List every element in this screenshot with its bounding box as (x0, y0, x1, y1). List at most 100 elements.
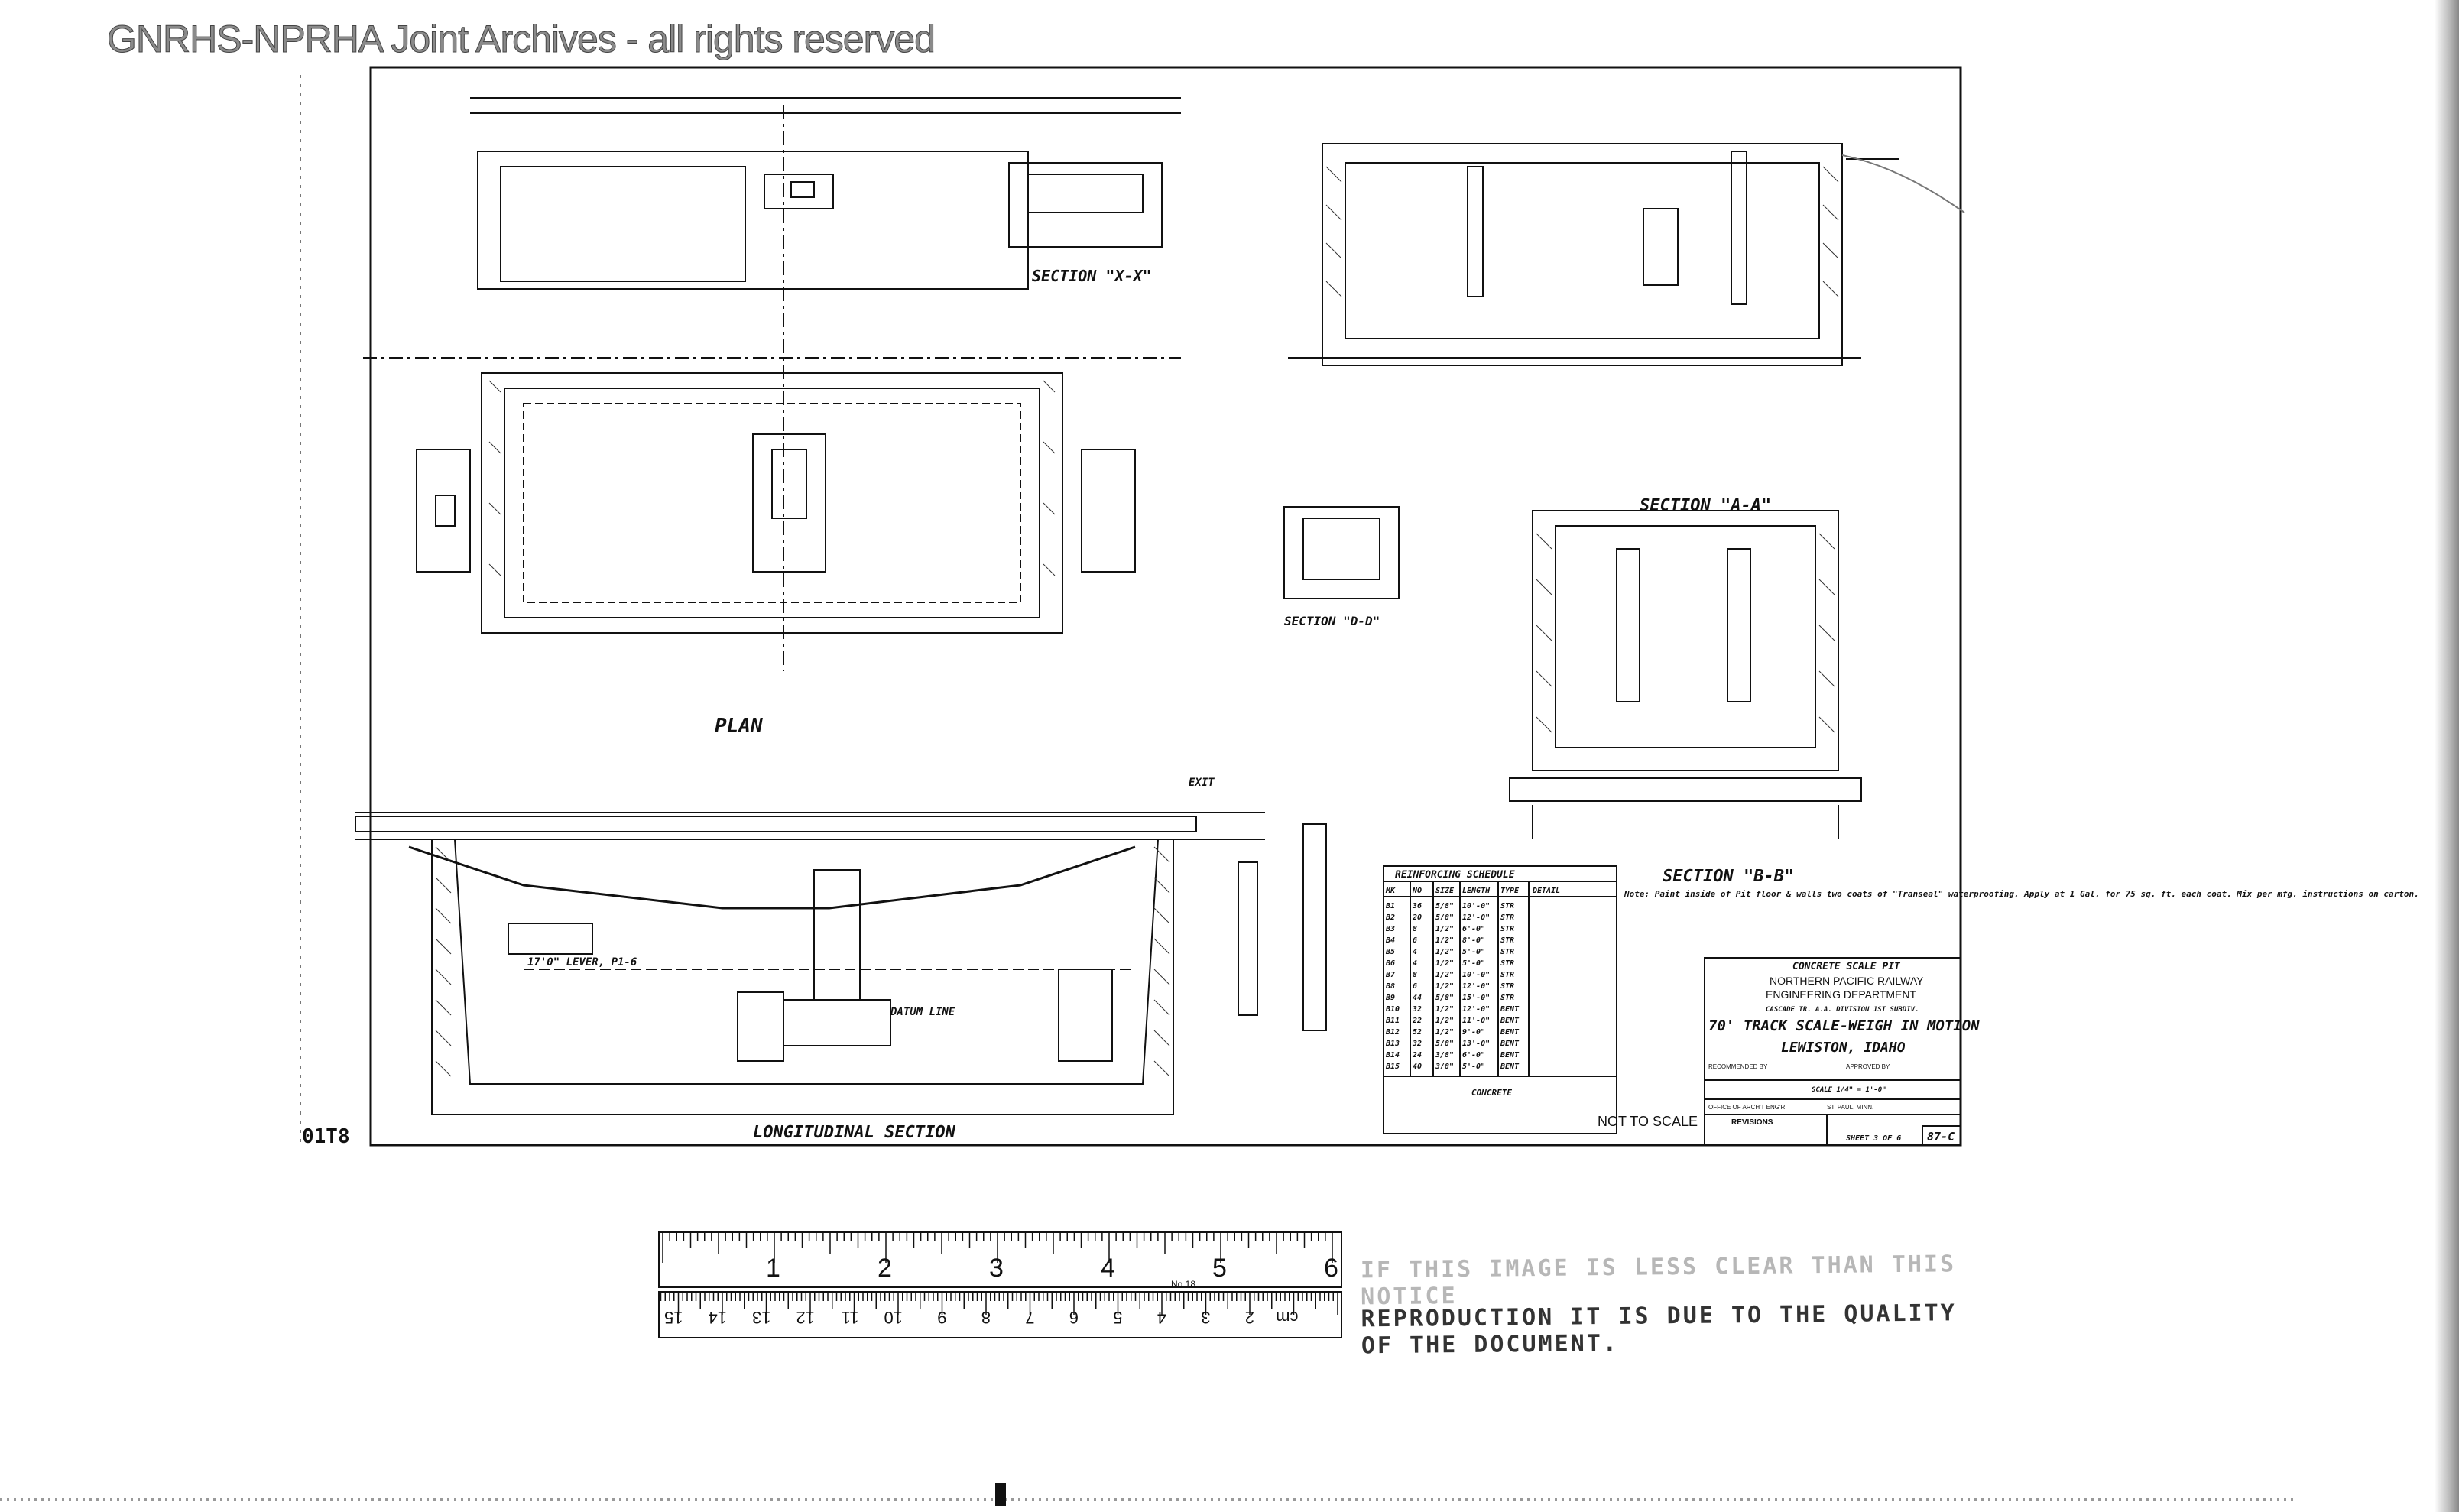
cm-label: 3 (1201, 1308, 1210, 1327)
schedule-cell: 24 (1412, 1051, 1422, 1059)
schedule-cell: STR (1500, 948, 1514, 956)
not-to-scale-label: NOT TO SCALE (1598, 1114, 1698, 1129)
disclaimer-notice: IF THIS IMAGE IS LESS CLEAR THAN THIS NO… (1361, 1251, 2003, 1359)
schedule-cell: 1/2" (1435, 1005, 1454, 1014)
schedule-cell: 52 (1413, 1028, 1422, 1037)
inch-label: 5 (1212, 1254, 1227, 1283)
cm-label: 4 (1157, 1308, 1166, 1327)
inch-label: 3 (989, 1254, 1004, 1283)
schedule-cell: 32 (1412, 1005, 1422, 1014)
schedule-cell: 1/2" (1435, 959, 1454, 968)
schedule-cell: 5'-0" (1462, 1063, 1485, 1071)
schedule-header-cell: TYPE (1500, 887, 1520, 895)
schedule-cell: 1/2" (1435, 948, 1454, 956)
schedule-cell: BENT (1500, 1028, 1520, 1037)
schedule-cell: B7 (1385, 971, 1395, 979)
title-block-revisions: REVISIONS (1731, 1118, 1773, 1127)
schedule-header-cell: NO (1412, 887, 1422, 895)
schedule-cell: STR (1500, 936, 1514, 945)
schedule-cell: 6 (1413, 982, 1417, 991)
title-block-header: CONCRETE SCALE PIT (1792, 961, 1901, 972)
waterproofing-note: Note: Paint inside of Pit floor & walls … (1624, 889, 2419, 899)
schedule-cell: 6'-0" (1462, 925, 1485, 933)
schedule-cell: 4 (1413, 948, 1417, 956)
schedule-cell: 12'-0" (1462, 982, 1490, 991)
schedule-cell: B3 (1385, 925, 1395, 933)
schedule-cell: 4 (1413, 959, 1417, 968)
schedule-cell: 20 (1412, 913, 1422, 922)
inch-label: 6 (1324, 1254, 1338, 1283)
schedule-cell: 8 (1413, 971, 1417, 979)
schedule-cell: 5/8" (1435, 902, 1454, 910)
schedule-header-cell: DETAIL (1532, 887, 1560, 895)
schedule-cell: 22 (1412, 1017, 1422, 1025)
schedule-cell: 5'-0" (1462, 959, 1485, 968)
cm-label: 2 (1245, 1308, 1254, 1327)
schedule-cell: STR (1500, 982, 1514, 991)
schedule-cell: B4 (1385, 936, 1395, 945)
schedule-cell: B5 (1385, 948, 1395, 956)
title-block-city: ST. PAUL, MINN. (1827, 1104, 1873, 1111)
view-title-section-dd: SECTION "D-D" (1284, 614, 1380, 628)
schedule-cell: STR (1500, 913, 1514, 922)
title-block-scale: SCALE 1/4" = 1'-0" (1812, 1086, 1886, 1094)
schedule-cell: 8'-0" (1462, 936, 1485, 945)
schedule-cell: B13 (1385, 1040, 1400, 1048)
schedule-cell: STR (1500, 994, 1514, 1002)
schedule-header-cell: LENGTH (1462, 887, 1491, 895)
cm-label: 14 (709, 1308, 727, 1327)
cm-label: 11 (842, 1308, 859, 1327)
callout-lever: 17'0" LEVER, P1-6 (527, 956, 637, 969)
sheet-reference: 01T8 (302, 1125, 350, 1148)
reinforcing-schedule-title: REINFORCING SCHEDULE (1395, 869, 1515, 881)
cm-label: 12 (796, 1308, 815, 1327)
schedule-cell: B14 (1385, 1051, 1400, 1059)
inch-label: 4 (1101, 1254, 1115, 1283)
schedule-cell: B6 (1385, 959, 1395, 968)
schedule-cell: 5'-0" (1462, 948, 1485, 956)
schedule-cell: 5/8" (1435, 913, 1454, 922)
callout-exit: EXIT (1189, 777, 1215, 789)
cm-label: 9 (937, 1308, 946, 1327)
scan-mark (995, 1483, 1006, 1506)
archive-watermark: GNRHS-NPRHA Joint Archives - all rights … (107, 18, 936, 61)
schedule-cell: BENT (1500, 1017, 1520, 1025)
schedule-cell: B11 (1385, 1017, 1400, 1025)
schedule-cell: 32 (1412, 1040, 1422, 1048)
schedule-cell: BENT (1500, 1063, 1520, 1071)
schedule-cell: 1/2" (1435, 1028, 1454, 1037)
cm-label: 6 (1069, 1308, 1079, 1327)
title-block-department: ENGINEERING DEPARTMENT (1766, 988, 1917, 1001)
title-block-approved: APPROVED BY (1846, 1063, 1890, 1070)
schedule-cell: 13'-0" (1462, 1040, 1490, 1048)
ruler-model: No.18 (1171, 1279, 1195, 1290)
schedule-cell: 15'-0" (1462, 994, 1490, 1002)
cm-label: 10 (884, 1308, 903, 1327)
title-block-file-number: 87-C (1927, 1130, 1955, 1144)
schedule-cell: BENT (1500, 1005, 1520, 1014)
schedule-cell: 36 (1412, 902, 1422, 910)
schedule-header-cell: SIZE (1435, 887, 1455, 895)
cm-label: 15 (664, 1308, 683, 1327)
title-block-division: CASCADE TR. A.A. DIVISION 1ST SUBDIV. (1766, 1006, 1919, 1014)
schedule-cell: 10'-0" (1462, 902, 1490, 910)
cm-ticks (660, 1292, 1338, 1315)
schedule-cell: STR (1500, 902, 1514, 910)
view-title-section-xx: SECTION "X-X" (1032, 267, 1152, 285)
schedule-cell: B15 (1385, 1063, 1400, 1071)
engineering-drawing-sheet: PLAN SECTION "X-X" SECTION "A-A" SECTION… (300, 66, 2419, 1147)
schedule-cell: B12 (1385, 1028, 1400, 1037)
cm-label: 13 (752, 1308, 770, 1327)
schedule-cell: B8 (1385, 982, 1395, 991)
schedule-cell: 10'-0" (1462, 971, 1490, 979)
inch-label: 1 (766, 1254, 780, 1283)
cm-label: cm (1276, 1308, 1298, 1327)
schedule-cell: 6'-0" (1462, 1051, 1485, 1059)
schedule-cell: STR (1500, 959, 1514, 968)
view-title-plan: PLAN (715, 715, 763, 738)
schedule-cell: 1/2" (1435, 971, 1454, 979)
schedule-cell: 1/2" (1435, 982, 1454, 991)
